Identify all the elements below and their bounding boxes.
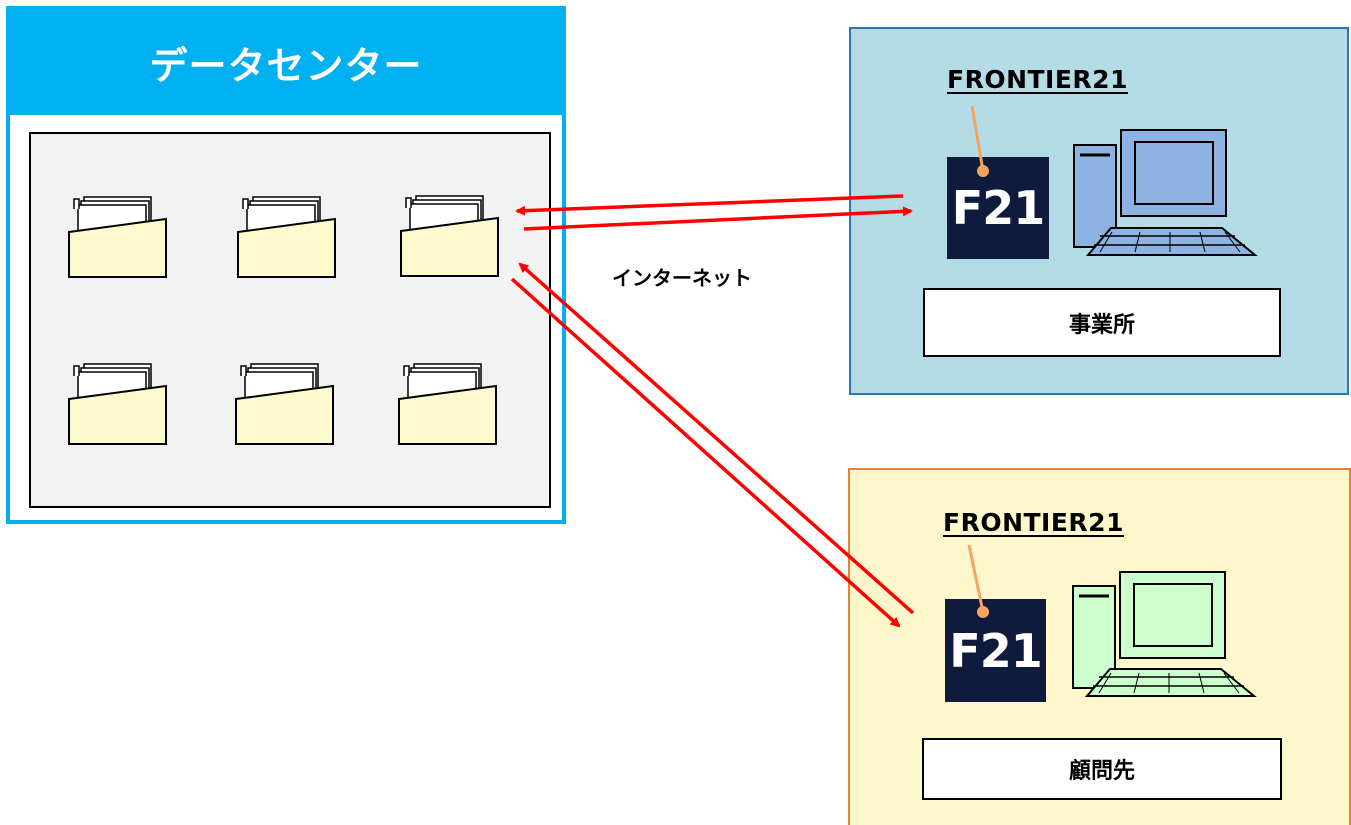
- arrow-client-to-datacenter: [518, 262, 915, 615]
- arrow-datacenter-to-office: [523, 206, 913, 231]
- data-center-header: データセンター: [10, 10, 562, 115]
- office-label-box: 事業所: [923, 288, 1281, 357]
- client-pin-icon: [967, 544, 989, 618]
- client-brand-label: FRONTIER21: [943, 508, 1124, 537]
- office-pin-icon: [970, 105, 989, 177]
- data-center-title: データセンター: [149, 44, 423, 88]
- folder-icon: [400, 195, 499, 277]
- client-f21-logo: F21: [945, 599, 1046, 702]
- office-brand-label: FRONTIER21: [947, 65, 1128, 94]
- client-computer-icon: [1072, 571, 1257, 697]
- client-f21-logo-text: F21: [949, 623, 1042, 678]
- folder-icon: [68, 363, 167, 445]
- client-label: 顧問先: [1068, 759, 1135, 784]
- folder-icon: [237, 196, 336, 278]
- office-label: 事業所: [1068, 312, 1135, 338]
- office-computer-icon: [1073, 129, 1258, 256]
- office-f21-logo-text: F21: [951, 181, 1045, 235]
- folder-icon: [398, 363, 497, 445]
- folder-icon: [235, 363, 334, 445]
- arrow-datacenter-to-client: [510, 277, 901, 628]
- folder-icon: [68, 196, 167, 278]
- data-center-storage-area: [29, 132, 551, 508]
- internet-label: インターネット: [612, 266, 752, 290]
- client-label-box: 顧問先: [922, 738, 1282, 800]
- office-f21-logo: F21: [947, 157, 1049, 259]
- arrow-office-to-datacenter: [515, 194, 904, 216]
